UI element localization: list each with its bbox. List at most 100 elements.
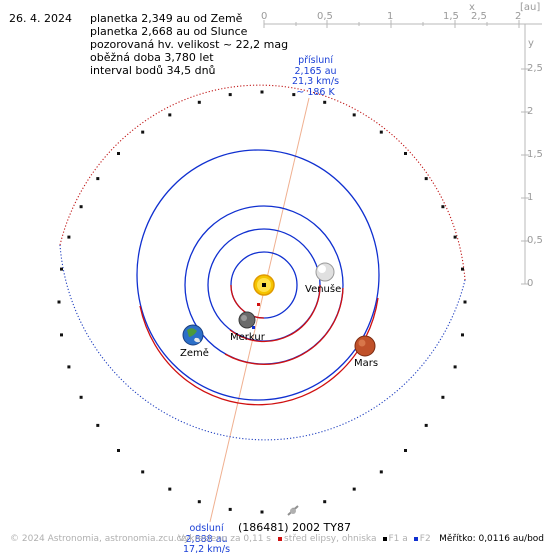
earth-label: Země [180, 348, 209, 359]
asteroid-orbit-points [57, 90, 467, 514]
orbit-point [352, 113, 356, 117]
scale-y-0: 0 [527, 278, 534, 289]
legend-f2: F2 [419, 534, 431, 544]
orbit-point [228, 507, 232, 511]
earth-distance: planetka 2,349 au od Země [90, 12, 243, 25]
scale-y-05: 0,5 [527, 235, 543, 246]
orbit-point [168, 487, 172, 491]
orbit-point [379, 130, 383, 134]
mars-orbit [136, 149, 380, 401]
orbit-point [141, 130, 145, 134]
scale-x-axis: x [469, 2, 475, 13]
perihelion-speed: 21,3 km/s [292, 76, 340, 87]
mercury-planet [238, 311, 256, 329]
orbit-point [117, 449, 120, 452]
scale-x-25: 2,5 [471, 11, 487, 22]
venus-label: Venuše [305, 284, 342, 295]
date-label: 26. 4. 2024 [9, 12, 72, 25]
scale-y-axis: y [528, 38, 534, 49]
orbit-point [197, 500, 201, 504]
scale-y-1: 1 [527, 192, 534, 203]
aphelion-title: odsluní [189, 523, 224, 534]
scale-y-15: 1,5 [527, 149, 543, 160]
perihelion-label: přísluní 2,165 au 21,3 km/s ~ 186 K [292, 55, 340, 98]
orbit-point [461, 333, 464, 337]
orbit-point [441, 205, 445, 209]
orbit-point [57, 300, 61, 304]
scale-x-05: 0,5 [317, 11, 333, 22]
asteroid-orbit [59, 84, 466, 441]
orbit-point [67, 365, 71, 369]
apsis-line [209, 97, 310, 523]
scale-x-15: 1,5 [443, 11, 459, 22]
orbit-point [228, 93, 232, 97]
aphelion-speed: 17,2 km/s [183, 544, 231, 555]
info-block: planetka 2,349 au od Země planetka 2,668… [90, 12, 288, 77]
scale-y-25: 2,5 [527, 63, 543, 74]
top-scale [263, 20, 542, 28]
orbit-point [141, 470, 145, 474]
orbit-point [79, 205, 83, 209]
orbit-point [352, 487, 356, 491]
perihelion-temp: ~ 186 K [296, 86, 335, 98]
scale-unit: [au] [520, 2, 541, 13]
scale-x-1: 1 [387, 11, 394, 22]
earth-orbit-red [224, 287, 344, 365]
orbit-point [96, 423, 100, 427]
orbit-point [461, 267, 464, 271]
orbit-point [60, 333, 63, 337]
perihelion-dist: 2,165 au [294, 65, 337, 77]
f1-dot-icon [382, 536, 387, 541]
scale-y-2: 2 [527, 106, 534, 117]
legend-f1: F1 a [388, 534, 408, 544]
f2-dot-icon [413, 536, 418, 541]
sun [253, 274, 275, 296]
orbit-point [463, 300, 467, 304]
orbit-point [323, 500, 327, 504]
orbit-point [292, 93, 296, 97]
aphelion-dist: 2,888 au [185, 533, 228, 545]
scale-x-2: 2 [515, 11, 522, 22]
mars-label: Mars [354, 358, 379, 369]
legend: střed elipsy, ohniska F1 a F2 [272, 534, 431, 544]
legend-center: střed elipsy, ohniska [284, 534, 377, 544]
orbit-point [96, 177, 100, 181]
earth-planet [182, 324, 204, 346]
orbit-point [379, 470, 383, 474]
object-name: (186481) 2002 TY87 [238, 521, 351, 534]
venus-planet [315, 262, 335, 282]
sun-distance: planetka 2,668 au od Slunce [90, 25, 248, 38]
asteroid-orbit-red [59, 84, 466, 281]
orbit-point [404, 152, 407, 155]
mercury-label: Merkur [230, 332, 265, 343]
copyright[interactable]: © 2024 Astronomia, astronomia.zcu.cz [10, 534, 187, 544]
orbit-point [260, 510, 264, 514]
orbit-point [260, 90, 264, 94]
orbital-period: oběžná doba 3,780 let [90, 51, 214, 64]
orbit-point [453, 235, 457, 239]
asteroid-marker [287, 505, 299, 516]
center-dot-icon [278, 536, 282, 541]
orbit-point [453, 365, 457, 369]
mars-planet [354, 335, 376, 357]
perihelion-title: přísluní [298, 55, 333, 66]
orbit-point [117, 152, 120, 155]
orbit-point [168, 113, 172, 117]
orbit-point [323, 100, 327, 104]
orbit-point [404, 449, 407, 452]
orbit-point [197, 100, 201, 104]
orbit-point [424, 423, 428, 427]
scale-x-0: 0 [261, 11, 268, 22]
magnitude: pozorovaná hv. velikost ~ 22,2 mag [90, 38, 289, 51]
orbit-point [60, 267, 63, 271]
point-interval: interval bodů 34,5 dnů [90, 64, 216, 77]
render-time: Vykresleno za 0,11 s [178, 534, 271, 544]
ellipse-center-marker [257, 303, 260, 306]
orbit-point [67, 235, 71, 239]
scale-ratio: Měřítko: 0,0116 au/bod [439, 534, 544, 544]
right-scale [521, 24, 529, 285]
orbit-point [441, 395, 445, 399]
orbit-point [79, 395, 83, 399]
mercury-orbit-red [230, 284, 265, 319]
